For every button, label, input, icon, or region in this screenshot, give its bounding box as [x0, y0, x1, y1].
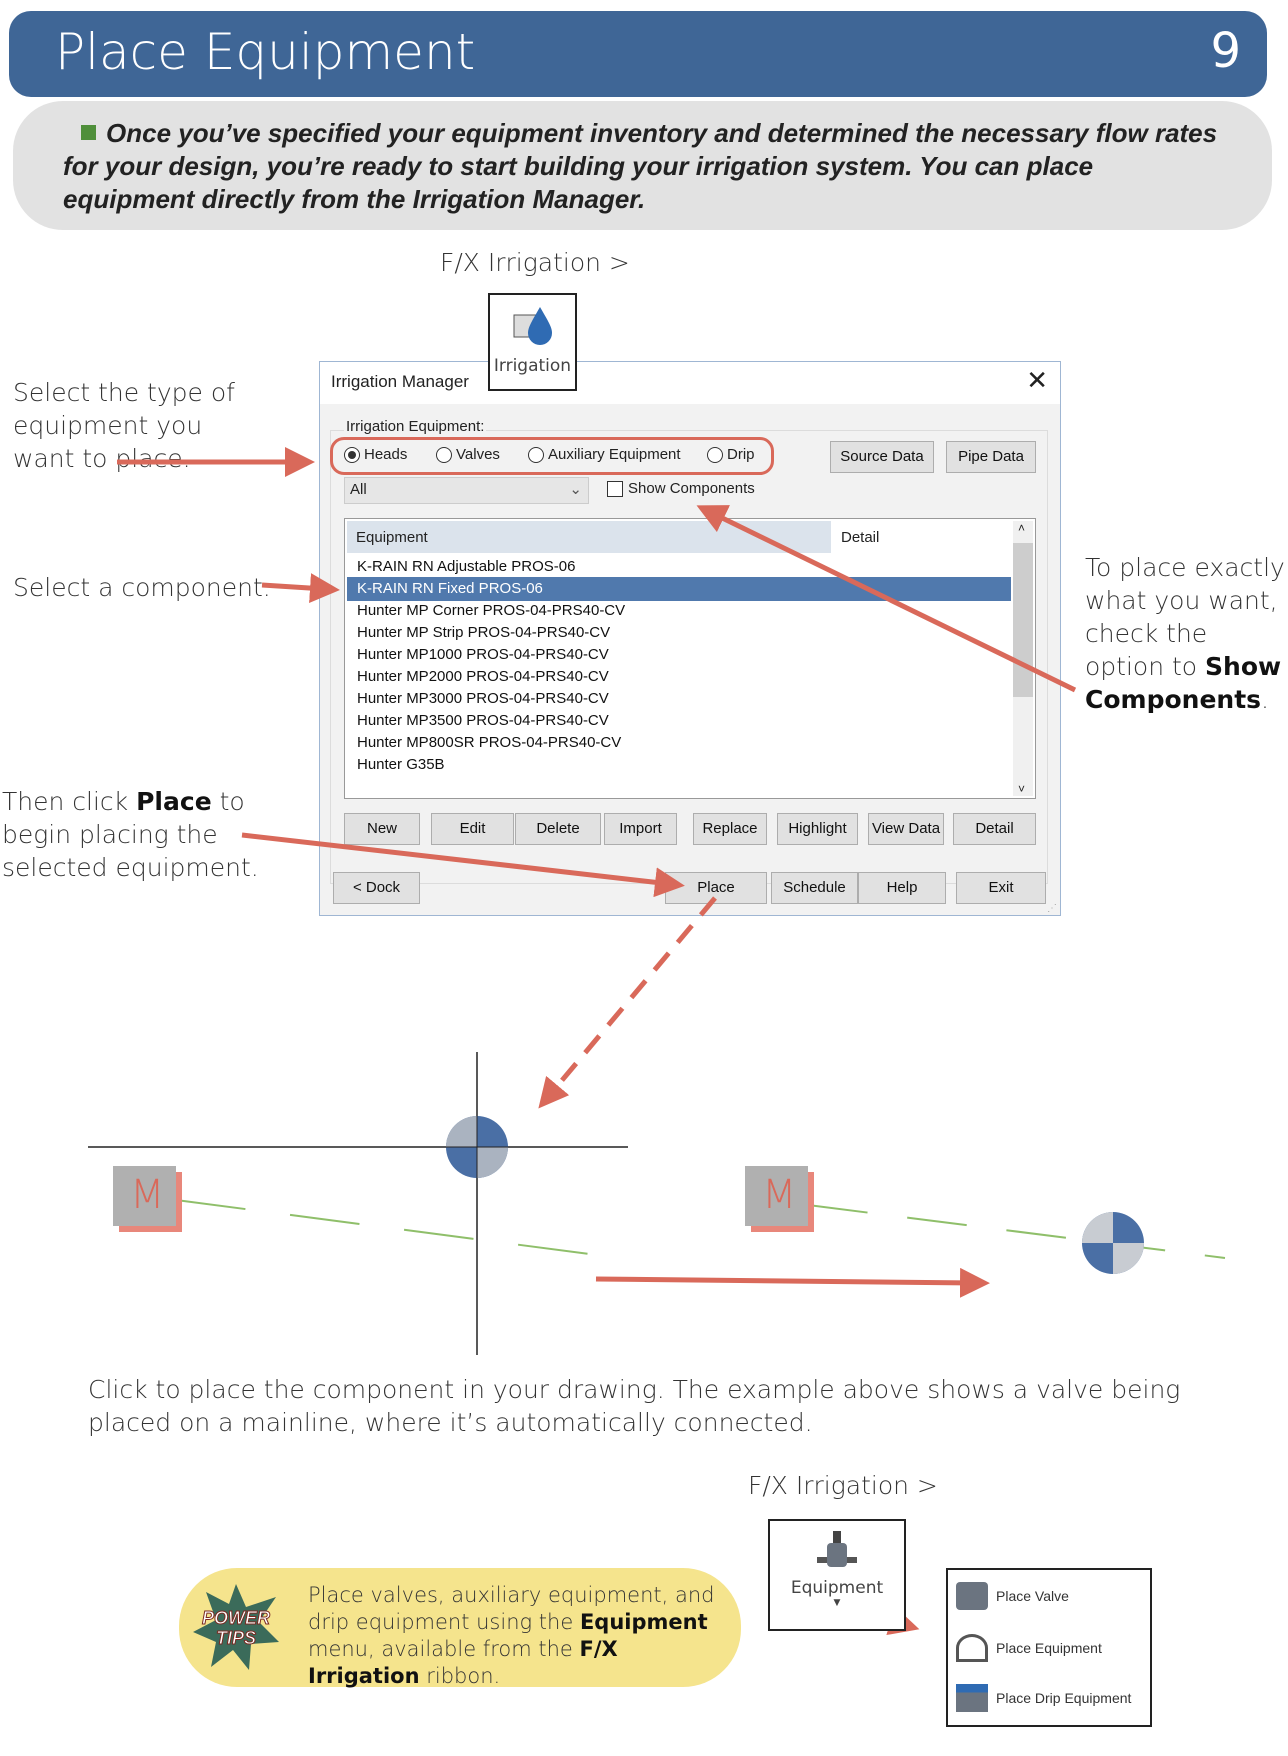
ribbon-path-bottom: F/X Irrigation > — [748, 1471, 938, 1500]
bullet-square-icon — [81, 125, 96, 140]
intro-box: Once you’ve specified your equipment inv… — [13, 101, 1272, 230]
menu-place-drip[interactable]: Place Drip Equipment — [956, 1684, 1131, 1712]
list-item[interactable]: Hunter G35B — [357, 756, 445, 773]
dock-button[interactable]: < Dock — [333, 872, 420, 904]
column-header-detail[interactable]: Detail — [841, 529, 880, 546]
resize-grip-icon: ⋰ — [1047, 903, 1057, 914]
scroll-up-icon: ˄ — [1018, 521, 1026, 535]
valve-placed-icon — [1082, 1212, 1144, 1274]
page-number: 9 — [1210, 23, 1241, 79]
list-item[interactable]: Hunter MP1000 PROS-04-PRS40-CV — [357, 646, 609, 663]
scrollbar-thumb[interactable] — [1013, 543, 1033, 697]
callout-click-place: Then click Place to begin placing the se… — [2, 787, 259, 882]
radio-heads[interactable]: Heads — [344, 446, 407, 463]
drip-icon — [956, 1684, 988, 1712]
irrigation-drop-icon — [513, 307, 552, 345]
list-item[interactable]: Hunter MP Corner PROS-04-PRS40-CV — [357, 602, 626, 619]
intro-text: Once you’ve specified your equipment inv… — [63, 118, 1218, 214]
arrow-show-components — [696, 505, 1077, 693]
group-label: Irrigation Equipment: — [344, 418, 487, 435]
mainline-left — [175, 1199, 621, 1259]
list-item[interactable]: K-RAIN RN Fixed PROS-06 — [347, 577, 1011, 601]
help-button[interactable]: Help — [858, 872, 946, 904]
page-title: Place Equipment — [55, 23, 476, 81]
highlight-button[interactable]: Highlight — [777, 813, 858, 845]
mainline-right — [807, 1204, 1226, 1259]
replace-button[interactable]: Replace — [693, 813, 767, 845]
detail-button[interactable]: Detail — [953, 813, 1036, 845]
highlight-oval — [330, 437, 774, 475]
radio-auxiliary[interactable]: Auxiliary Equipment — [528, 446, 681, 463]
irrigation-label: Irrigation — [493, 356, 572, 376]
delete-button[interactable]: Delete — [515, 813, 601, 845]
radio-valves[interactable]: Valves — [436, 446, 500, 463]
ribbon-path: F/X Irrigation > — [440, 248, 630, 277]
view-data-button[interactable]: View Data — [868, 813, 944, 845]
list-item[interactable]: Hunter MP800SR PROS-04-PRS40-CV — [357, 734, 622, 751]
meter-label-right: M — [762, 1172, 797, 1218]
menu-place-valve[interactable]: Place Valve — [956, 1582, 1069, 1610]
show-components-checkbox[interactable]: Show Components — [607, 480, 755, 497]
equipment-label: Equipment — [790, 1578, 884, 1598]
scroll-down-icon: ˅ — [1018, 782, 1026, 796]
import-button[interactable]: Import — [604, 813, 677, 845]
arrow-select-component — [261, 573, 340, 604]
irrigation-manager-dialog: Irrigation Manager ✕ Irrigation Equipmen… — [319, 361, 1061, 916]
valve-icon — [817, 1531, 857, 1567]
meter-label-left: M — [130, 1172, 165, 1218]
callout-select-type: Select the type of equipment you want to… — [13, 378, 235, 473]
chevron-down-icon: ⌄ — [569, 481, 582, 498]
power-tips-text: Place valves, auxiliary equipment, and d… — [308, 1583, 715, 1688]
list-item[interactable]: K-RAIN RN Adjustable PROS-06 — [357, 558, 576, 575]
page-header: Place Equipment 9 — [9, 11, 1267, 97]
arrow-dashed-drop — [538, 896, 717, 1109]
menu-place-equipment[interactable]: Place Equipment — [956, 1634, 1102, 1662]
list-item[interactable]: Hunter MP3500 PROS-04-PRS40-CV — [357, 712, 609, 729]
callout-show-components: To place exactly what you want, check th… — [1085, 553, 1285, 714]
new-button[interactable]: New — [344, 813, 420, 845]
schedule-button[interactable]: Schedule — [771, 872, 858, 904]
edit-button[interactable]: Edit — [431, 813, 514, 845]
close-icon[interactable]: ✕ — [1026, 366, 1048, 396]
callout-select-component: Select a component. — [13, 573, 271, 602]
list-item[interactable]: Hunter MP Strip PROS-04-PRS40-CV — [357, 624, 611, 641]
scrollbar[interactable]: ˄ ˅ — [1013, 521, 1033, 796]
caption: Click to place the component in your dra… — [88, 1375, 1181, 1437]
pipe-data-button[interactable]: Pipe Data — [946, 441, 1036, 473]
equipment-menu: Place Valve Place Equipment Place Drip E… — [946, 1568, 1152, 1727]
source-data-button[interactable]: Source Data — [830, 441, 934, 473]
meter-marker-right — [745, 1166, 814, 1232]
column-header-equipment[interactable]: Equipment — [347, 521, 831, 553]
equipment-list: Equipment Detail K-RAIN RN Adjustable PR… — [344, 518, 1036, 799]
exit-button[interactable]: Exit — [956, 872, 1046, 904]
dialog-title: Irrigation Manager — [331, 372, 469, 391]
list-item[interactable]: Hunter MP3000 PROS-04-PRS40-CV — [357, 690, 609, 707]
filter-select[interactable]: All⌄ — [344, 477, 589, 504]
dialog-titlebar: Irrigation Manager ✕ — [320, 362, 1060, 404]
valve-cursor-icon — [446, 1116, 508, 1178]
svg-text:TIPS: TIPS — [216, 1628, 256, 1648]
valve-icon — [956, 1582, 988, 1610]
arrow-move — [595, 1267, 990, 1298]
list-item[interactable]: Hunter MP2000 PROS-04-PRS40-CV — [357, 668, 609, 685]
arrow-place — [241, 832, 685, 898]
radio-drip[interactable]: Drip — [707, 446, 755, 463]
svg-text:POWER: POWER — [202, 1608, 270, 1628]
irrigation-ribbon-button[interactable]: Irrigation — [488, 293, 577, 391]
equipment-icon — [956, 1634, 988, 1662]
meter-marker-left — [113, 1166, 182, 1232]
equipment-ribbon-button[interactable]: Equipment ▼ — [768, 1519, 906, 1631]
